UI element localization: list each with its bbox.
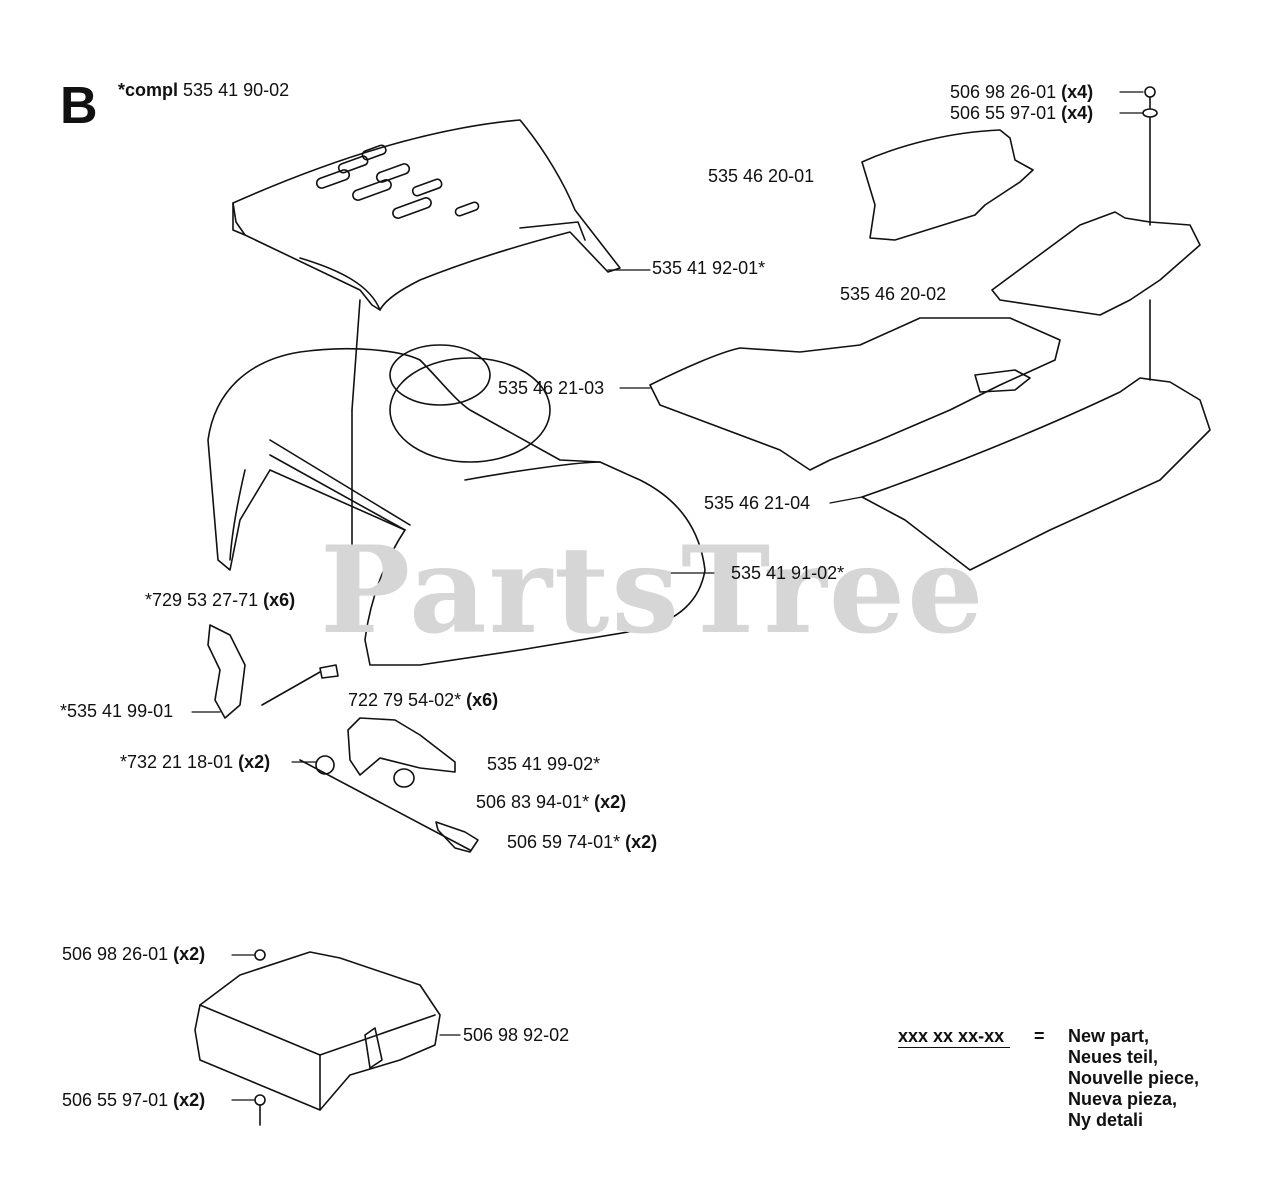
part-number: 535 41 99-02*: [487, 754, 601, 774]
small-parts-drawing: [207, 86, 1158, 853]
legend-meaning: Ny detali: [1068, 1110, 1144, 1130]
part-number: 506 55 97-01: [950, 103, 1057, 123]
watermark: PartsTree: [320, 520, 986, 661]
part-label[interactable]: *535 41 99-01: [60, 701, 173, 721]
battery-box-drawing: [194, 949, 441, 1126]
mat-drawings: [649, 89, 1211, 571]
part-label[interactable]: 535 46 20-02: [840, 284, 946, 304]
part-label[interactable]: 506 59 74-01* (x2): [507, 832, 657, 852]
legend-code: xxx xx xx-xx: [898, 1026, 1011, 1048]
legend-meaning: Nueva pieza,: [1068, 1089, 1178, 1109]
part-qty: (x6): [263, 590, 296, 610]
part-label[interactable]: 506 55 97-01 (x4): [950, 103, 1093, 123]
part-qty: (x2): [173, 1090, 206, 1110]
part-label[interactable]: 722 79 54-02* (x6): [348, 690, 498, 710]
part-label[interactable]: 506 83 94-01* (x2): [476, 792, 626, 812]
legend-equals: =: [1034, 1026, 1045, 1046]
part-number: 535 46 21-03: [498, 378, 605, 398]
legend-meanings: New part, Neues teil, Nouvelle piece, Nu…: [1068, 1026, 1199, 1131]
part-label[interactable]: 506 98 92-02: [463, 1025, 569, 1045]
part-qty: (x2): [173, 944, 206, 964]
part-qty: (x4): [1061, 103, 1094, 123]
part-label[interactable]: 506 98 26-01 (x4): [950, 82, 1093, 102]
assembly-prefix: *compl: [118, 80, 179, 100]
legend-meaning: New part,: [1068, 1026, 1150, 1046]
part-label[interactable]: 535 41 91-02*: [731, 563, 844, 583]
part-number: 722 79 54-02*: [348, 690, 462, 710]
assembly-label: *compl 535 41 90-02: [118, 80, 289, 101]
part-number: 506 83 94-01*: [476, 792, 590, 812]
part-label[interactable]: 506 55 97-01 (x2): [62, 1090, 205, 1110]
part-number: *729 53 27-71: [145, 590, 259, 610]
part-number: *732 21 18-01: [120, 752, 234, 772]
part-label[interactable]: 535 41 99-02*: [487, 754, 600, 774]
part-qty: (x2): [594, 792, 627, 812]
part-qty: (x6): [466, 690, 499, 710]
section-letter: B: [60, 77, 98, 135]
part-number: 535 41 91-02*: [731, 563, 845, 583]
legend-meaning: Neues teil,: [1068, 1047, 1159, 1067]
part-number: 535 46 21-04: [704, 493, 811, 513]
part-number: 506 98 26-01: [62, 944, 169, 964]
part-number: 506 55 97-01: [62, 1090, 169, 1110]
part-number: 506 98 26-01: [950, 82, 1057, 102]
part-number: 535 41 92-01*: [652, 258, 766, 278]
main-hood-drawing: [207, 299, 706, 666]
part-qty: (x2): [238, 752, 271, 772]
part-number: 506 98 92-02: [463, 1025, 570, 1045]
part-qty: (x2): [625, 832, 658, 852]
part-label[interactable]: 535 46 20-01: [708, 166, 814, 186]
leader-lines: [191, 91, 1144, 1101]
part-label[interactable]: 506 98 26-01 (x2): [62, 944, 205, 964]
part-label[interactable]: 535 41 92-01*: [652, 258, 765, 278]
assembly-number: 535 41 90-02: [183, 80, 290, 100]
part-label[interactable]: *729 53 27-71 (x6): [145, 590, 295, 610]
part-number: 506 59 74-01*: [507, 832, 621, 852]
part-number: *535 41 99-01: [60, 701, 174, 721]
top-cover-drawing: [232, 119, 621, 311]
legend-meaning: Nouvelle piece,: [1068, 1068, 1200, 1088]
part-qty: (x4): [1061, 82, 1094, 102]
part-label[interactable]: 535 46 21-03: [498, 378, 604, 398]
part-label[interactable]: 535 46 21-04: [704, 493, 810, 513]
part-label[interactable]: *732 21 18-01 (x2): [120, 752, 270, 772]
part-number: 535 46 20-02: [840, 284, 947, 304]
part-number: 535 46 20-01: [708, 166, 815, 186]
